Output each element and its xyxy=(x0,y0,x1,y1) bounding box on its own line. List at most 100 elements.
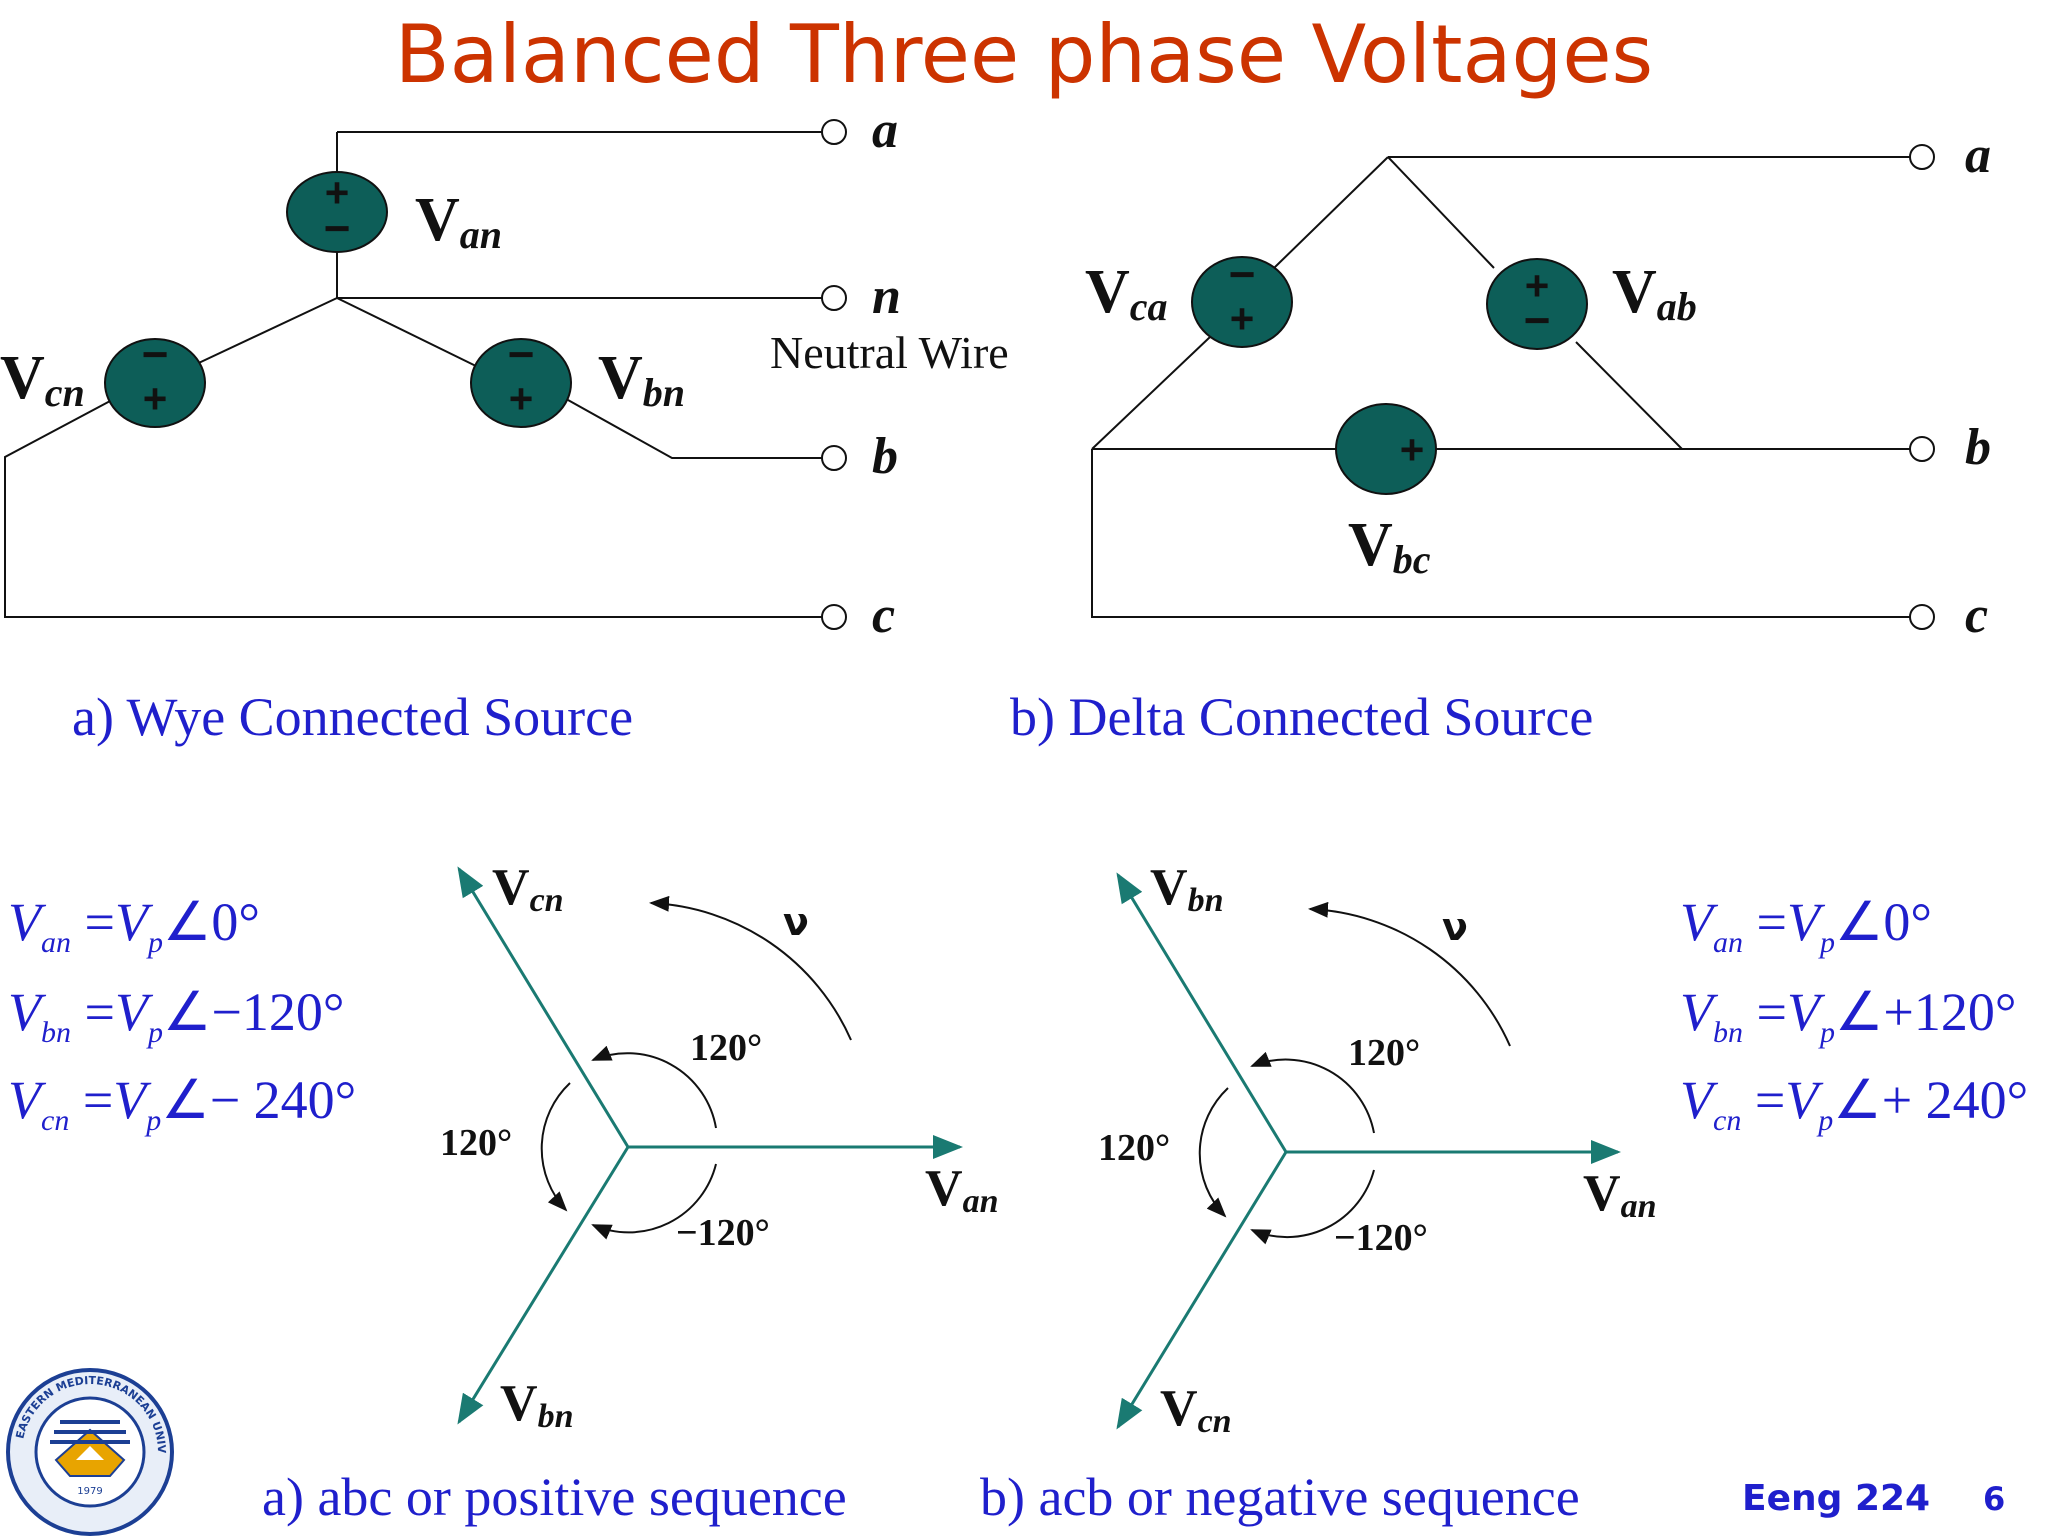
negative-equations: Van =Vp∠0° Vbn =Vp∠+120° Vcn =Vp∠+ 240° xyxy=(1680,892,2028,1137)
pos-arc-left xyxy=(540,1082,571,1212)
pos-phasor-cn xyxy=(457,866,630,1148)
slide-title: Balanced Three phase Voltages xyxy=(394,8,1654,101)
delta-caption: b) Delta Connected Source xyxy=(1010,687,1593,747)
wye-label-vbn-sub: bn xyxy=(643,370,685,415)
delta-label-vbc-sub: bc xyxy=(1393,537,1431,582)
neg-rotation-label: ν xyxy=(1442,905,1468,949)
wye-terminal-n-label: n xyxy=(872,268,901,325)
delta-label-vbc: Vbc xyxy=(1348,511,1431,582)
pos-label-right: Van xyxy=(925,1160,998,1220)
svg-text:−: − xyxy=(1524,294,1551,346)
positive-phasor-diagram xyxy=(457,866,963,1425)
wye-circuit xyxy=(4,131,822,618)
neg-eq-bn: Vbn =Vp∠+120° xyxy=(1680,982,2016,1049)
neg-label-top-sub: bn xyxy=(1188,882,1224,919)
neg-eq-bn-rhs: ∠+120° xyxy=(1835,982,2016,1042)
wye-label-van: Van xyxy=(415,186,502,257)
svg-text:+: + xyxy=(143,375,168,422)
wye-terminal-c xyxy=(821,604,847,630)
delta-label-vab-sub: ab xyxy=(1657,284,1697,329)
delta-terminal-a-label: a xyxy=(1965,127,1991,184)
wye-terminal-b-label: b xyxy=(872,428,898,485)
pos-angle-bottom: −120° xyxy=(676,1212,770,1254)
pos-eq-an-rhs: ∠0° xyxy=(163,892,260,952)
neg-angle-bottom: −120° xyxy=(1334,1217,1428,1259)
wye-source-bn: − + xyxy=(470,328,572,428)
neg-eq-an-sub: an xyxy=(1713,926,1743,959)
negative-phasor-diagram xyxy=(1116,872,1621,1430)
logo-year: 1979 xyxy=(77,1486,102,1497)
neg-eq-an: Van =Vp∠0° xyxy=(1680,892,1932,959)
pos-eq-an: Van =Vp∠0° xyxy=(8,892,260,959)
wye-label-vcn-sub: cn xyxy=(45,370,85,415)
wye-label-van-sub: an xyxy=(460,212,502,257)
wye-source-cn: − + xyxy=(104,328,206,428)
wye-terminal-b xyxy=(821,445,847,471)
pos-eq-an-sub: an xyxy=(41,926,71,959)
pos-label-top: Vcn xyxy=(492,859,564,919)
neg-label-bottom-sub: cn xyxy=(1198,1403,1232,1440)
neg-eq-bn-sub: bn xyxy=(1713,1016,1743,1049)
course-code: Eeng 224 xyxy=(1742,1478,1931,1519)
neg-eq-cn-rhs: ∠+ 240° xyxy=(1833,1070,2028,1130)
positive-equations: Van =Vp∠0° Vbn =Vp∠−120° Vcn =Vp∠− 240° xyxy=(8,892,356,1137)
delta-source-ab: + − xyxy=(1486,258,1588,350)
neg-phasor-bn xyxy=(1116,872,1288,1153)
negative-caption: b) acb or negative sequence xyxy=(980,1467,1580,1527)
pos-rotation-label: ν xyxy=(783,900,809,944)
pos-eq-cn: Vcn =Vp∠− 240° xyxy=(8,1070,356,1137)
neg-arc-top xyxy=(1250,1051,1375,1134)
wye-terminal-a xyxy=(821,119,847,145)
delta-label-vab: Vab xyxy=(1612,258,1697,329)
pos-angle-left: 120° xyxy=(440,1122,512,1164)
delta-terminal-a xyxy=(1909,144,1935,170)
pos-eq-cn-sub: cn xyxy=(41,1104,69,1137)
delta-label-vca-sub: ca xyxy=(1130,284,1168,329)
wye-caption: a) Wye Connected Source xyxy=(72,687,633,747)
svg-text:−: − xyxy=(1229,248,1256,300)
svg-text:+: + xyxy=(1525,262,1550,309)
svg-text:+: + xyxy=(509,375,534,422)
wye-terminal-a-label: a xyxy=(872,102,898,159)
neg-angle-left: 120° xyxy=(1098,1127,1170,1169)
delta-label-vca: Vca xyxy=(1085,258,1168,329)
neg-label-right-sub: an xyxy=(1621,1188,1657,1225)
delta-terminal-c xyxy=(1909,604,1935,630)
neg-angle-top: 120° xyxy=(1348,1032,1420,1074)
neg-label-right: Van xyxy=(1583,1165,1656,1225)
neg-arc-left xyxy=(1198,1087,1229,1218)
pos-eq-bn: Vbn =Vp∠−120° xyxy=(8,982,344,1049)
neutral-wire-label: Neutral Wire xyxy=(770,327,1009,378)
neg-label-top: Vbn xyxy=(1150,859,1223,919)
delta-source-bc: + xyxy=(1335,403,1437,495)
pos-eq-cn-rhs: ∠− 240° xyxy=(161,1070,356,1130)
neg-rotation-arrow xyxy=(1308,901,1511,1047)
delta-circuit xyxy=(1091,156,1910,618)
svg-text:−: − xyxy=(142,328,169,380)
wye-terminal-n xyxy=(821,285,847,311)
wye-source-an: + − xyxy=(286,169,388,254)
neg-eq-cn: Vcn =Vp∠+ 240° xyxy=(1680,1070,2028,1137)
wye-label-vcn: Vcn xyxy=(0,344,85,415)
delta-terminal-c-label: c xyxy=(1965,587,1988,644)
svg-text:+: + xyxy=(325,169,350,216)
pos-label-top-sub: cn xyxy=(530,882,564,919)
wye-terminal-c-label: c xyxy=(872,587,895,644)
svg-text:+: + xyxy=(1230,295,1255,342)
pos-label-bottom-sub: bn xyxy=(538,1398,574,1435)
pos-label-bottom: Vbn xyxy=(500,1375,573,1435)
pos-label-right-sub: an xyxy=(963,1183,999,1220)
positive-caption: a) abc or positive sequence xyxy=(262,1467,847,1527)
pos-arc-top xyxy=(591,1045,717,1129)
neg-phasor-cn xyxy=(1116,1151,1288,1430)
delta-terminal-b-label: b xyxy=(1965,419,1991,476)
pos-angle-top: 120° xyxy=(690,1027,762,1069)
svg-text:+: + xyxy=(1400,426,1425,473)
neg-arc-bottom xyxy=(1250,1169,1375,1245)
delta-source-ca: − + xyxy=(1191,248,1293,348)
pos-eq-bn-sub: bn xyxy=(41,1016,71,1049)
pos-eq-bn-rhs: ∠−120° xyxy=(163,982,344,1042)
neg-label-bottom: Vcn xyxy=(1160,1380,1232,1440)
svg-text:−: − xyxy=(324,202,351,254)
